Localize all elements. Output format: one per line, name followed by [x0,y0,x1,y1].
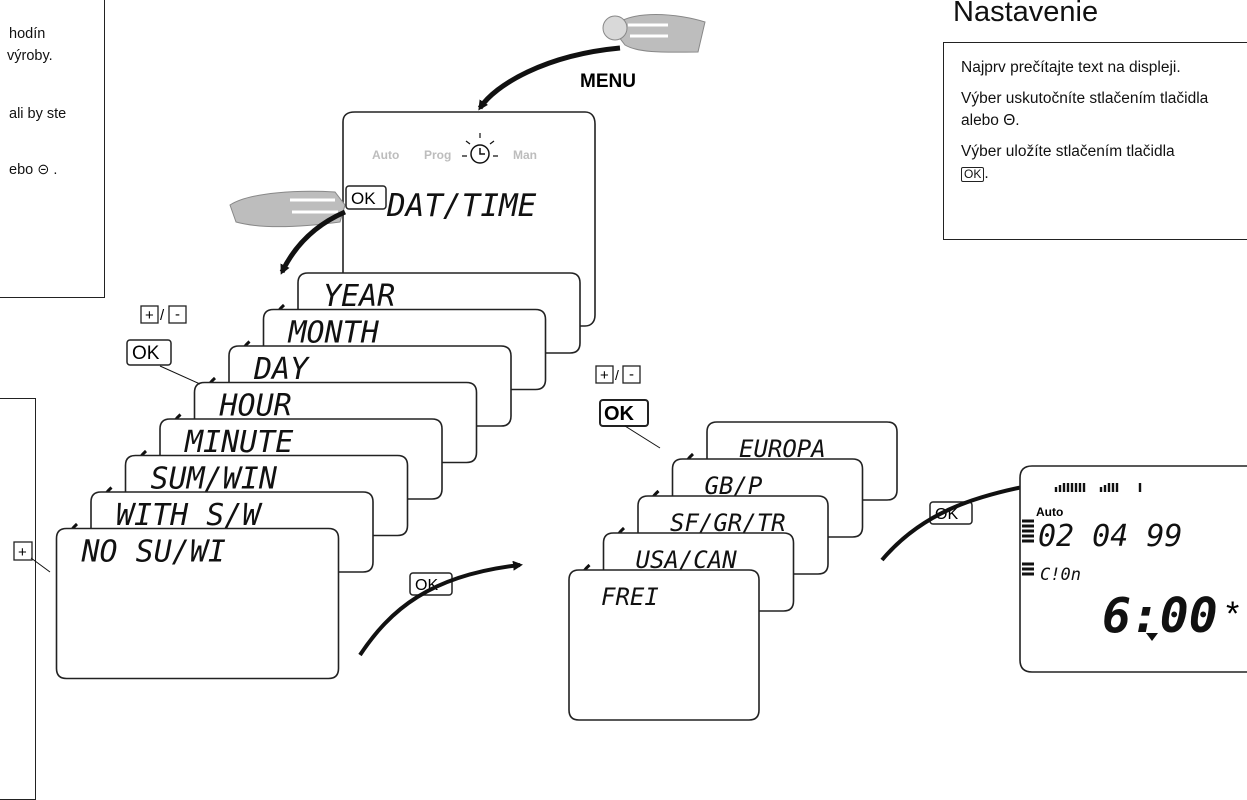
left-text-fragment: ebo ⊝ . [9,162,58,178]
left-text-fragment: ali by ste [9,106,67,122]
plus-key-label: + [18,544,27,561]
pointer-line [30,557,51,573]
ok-key-label: OK [935,506,958,523]
date-time-step-label: WITH S/W [116,498,263,533]
left-text-panel: hodín výroby. ali by ste ebo ⊝ . [0,0,105,298]
result-time: 6:00 [1102,588,1218,644]
plus-key-label: + [145,307,154,324]
ok-key-label: OK [604,403,635,425]
result-mode: Auto [1036,505,1063,519]
pointer-triangle-icon [1146,633,1158,641]
ok-key-icon: OK [929,501,973,525]
plus-minus-keys-icon: + / - [595,365,641,384]
instruction-line: Najprv prečítajte text na displeji. [961,59,1181,76]
date-time-step-label: HOUR [219,389,292,424]
signal-bars-icon [1054,483,1142,492]
slash-label: / [160,307,165,324]
instruction-line: alebo Θ. [961,112,1020,129]
date-time-step-label: DAY [253,352,310,387]
result-date: 02 04 99 [1038,519,1183,554]
clock-icon [462,133,498,164]
mode-label-prog: Prog [424,148,451,162]
instruction-line: Výber uložíte stlačením tlačidla [961,143,1175,160]
menu-arrow [477,45,621,111]
mode-label-auto: Auto [372,148,399,162]
result-display: Auto 02 04 99 C!0n 6:00 * [1019,465,1247,673]
minus-key-label: - [629,366,634,383]
result-symbol: * [1226,595,1239,633]
plus-key-icon: + [13,541,33,561]
ok-key-icon: OK [126,339,172,366]
date-time-step-label: SUM/WIN [151,462,278,497]
region-step-card-frame [568,569,760,721]
left-text-fragment: výroby. [7,48,53,64]
date-time-step-label: YEAR [323,279,395,314]
date-time-step-label: MINUTE [184,425,293,460]
mode-label-man: Man [513,148,537,162]
instruction-period: . [984,165,989,182]
ok-key-icon: OK [599,399,649,427]
ok-key-glyph: OK [961,167,985,182]
slash-label: / [615,367,619,383]
instruction-line: Výber uskutočníte stlačením tlačidla [961,90,1209,107]
ok-key-label: OK [351,189,376,208]
flow-arrow [358,560,523,657]
date-time-step-card: NO SU/WI [55,527,340,680]
pointing-hand-icon [602,14,706,53]
region-step-label: FREI [601,583,659,611]
pointer-line [159,365,201,385]
plus-key-label: + [600,367,609,384]
date-time-step-card-frame [55,527,340,680]
ok-key-icon: OK [345,185,387,210]
region-step-card: FREI [568,569,760,721]
ok-key-label: OK [132,343,160,364]
left-text-fragment: hodín [9,26,46,42]
date-time-title: DAT/TIME [386,188,537,224]
flow-arrow [279,209,346,275]
result-secondary: C!0n [1040,565,1081,585]
plus-minus-keys-icon: + / - [140,305,187,324]
menu-label: MENU [580,71,636,92]
date-time-step-label: NO SU/WI [81,535,227,570]
section-title: Nastavenie [953,0,1099,28]
instructions-box: Najprv prečítajte text na displeji. Výbe… [943,42,1247,240]
minus-key-label: - [175,306,180,323]
level-bars-icon [1022,519,1034,576]
date-time-step-label: MONTH [288,316,380,351]
pointer-line [624,425,661,449]
